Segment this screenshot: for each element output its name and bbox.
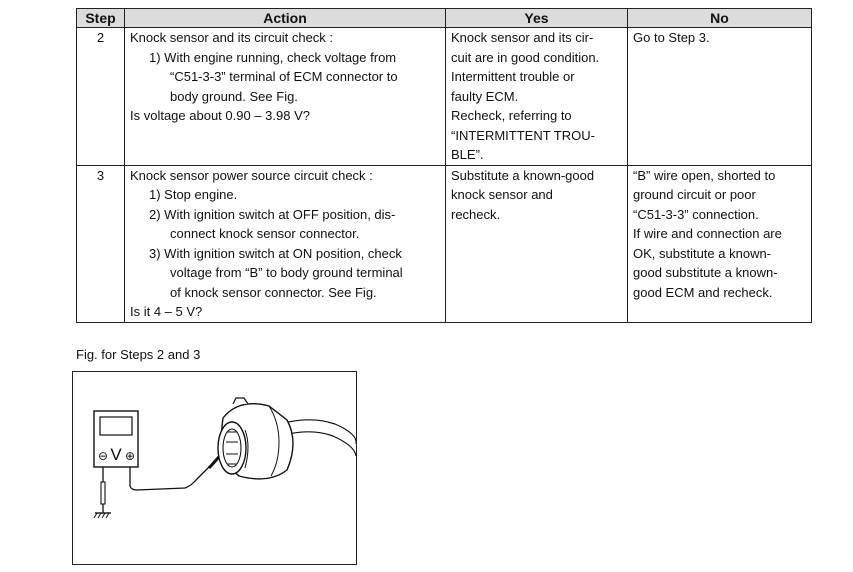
yes-line: BLE”. [451, 147, 484, 162]
no-line: OK, substitute a known- [633, 245, 772, 261]
yes-cell: Substitute a known-good knock sensor and… [445, 164, 628, 323]
diagnostic-table: Step Action Yes No 2 Knock sensor and it… [76, 8, 812, 323]
yes-line: Substitute a known-good [451, 167, 595, 183]
knock-sensor-connector-icon [217, 397, 356, 480]
figure-box: V ⊖ ⊕ [72, 371, 357, 565]
header-step: Step [76, 8, 125, 28]
action-line: Knock sensor and its circuit check : [130, 30, 334, 45]
minus-terminal-icon: ⊖ [98, 449, 108, 463]
no-line: ground circuit or poor [633, 187, 756, 202]
action-line: Is it 4 – 5 V? [130, 304, 203, 319]
yes-line: knock sensor and [451, 187, 553, 202]
voltmeter-connector-illustration: V ⊖ ⊕ [93, 397, 356, 519]
yes-line: Knock sensor and its cir- [451, 30, 594, 45]
yes-line: recheck. [451, 206, 501, 222]
no-cell: Go to Step 3. [627, 27, 812, 166]
action-line: 3) With ignition switch at ON position, … [149, 245, 402, 261]
no-line: Go to Step 3. [633, 30, 710, 45]
no-line: “B” wire open, shorted to [633, 167, 776, 183]
yes-cell: Knock sensor and its cir- cuit are in go… [445, 27, 628, 166]
step-number: 3 [76, 164, 125, 323]
header-no: No [627, 8, 812, 28]
voltmeter-icon: V ⊖ ⊕ [93, 410, 139, 468]
action-line: voltage from “B” to body ground terminal [170, 265, 403, 280]
header-action: Action [124, 8, 446, 28]
header-yes: Yes [445, 8, 628, 28]
action-line: body ground. See Fig. [170, 88, 298, 104]
action-line: 2) With ignition switch at OFF position,… [149, 206, 396, 222]
action-line: 1) Stop engine. [149, 187, 238, 202]
no-line: good substitute a known- [633, 265, 778, 280]
action-line: Knock sensor power source circuit check … [130, 167, 373, 183]
positive-probe-lead [129, 464, 212, 491]
figure-caption: Fig. for Steps 2 and 3 [76, 347, 201, 362]
ground-probe-lead [100, 467, 106, 513]
no-line: If wire and connection are [633, 226, 782, 241]
action-cell: Knock sensor power source circuit check … [124, 164, 446, 323]
ground-symbol-icon [93, 512, 111, 519]
action-line: “C51-3-3” terminal of ECM connector to [170, 69, 398, 84]
plus-terminal-icon: ⊕ [125, 449, 135, 463]
meter-label: V [110, 445, 122, 464]
yes-line: cuit are in good condition. [451, 49, 600, 65]
yes-line: “INTERMITTENT TROU- [451, 127, 595, 143]
action-line: of knock sensor connector. See Fig. [170, 284, 377, 300]
action-line: 1) With engine running, check voltage fr… [149, 49, 397, 65]
action-line: Is voltage about 0.90 – 3.98 V? [130, 108, 310, 123]
table-row-step-2: 2 Knock sensor and its circuit check : 1… [76, 27, 812, 166]
no-cell: “B” wire open, shorted to ground circuit… [627, 164, 812, 323]
action-line: connect knock sensor connector. [170, 226, 360, 241]
action-cell: Knock sensor and its circuit check : 1) … [124, 27, 446, 166]
table-header-row: Step Action Yes No [76, 8, 812, 28]
yes-line: Intermittent trouble or [451, 69, 575, 84]
no-line: “C51-3-3” connection. [633, 206, 759, 222]
yes-line: faulty ECM. [451, 88, 519, 104]
no-line: good ECM and recheck. [633, 284, 773, 300]
table-row-step-3: 3 Knock sensor power source circuit chec… [76, 164, 812, 323]
yes-line: Recheck, referring to [451, 108, 572, 123]
step-number: 2 [76, 27, 125, 166]
